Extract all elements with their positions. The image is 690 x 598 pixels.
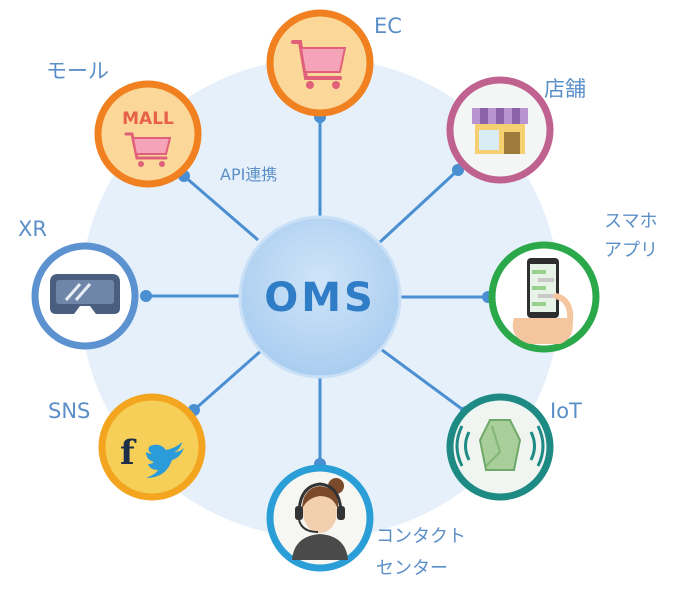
iot-beacon-icon [455,419,545,471]
connector-mall [183,174,259,242]
node-iot [446,393,554,501]
vr-goggles-icon [50,274,120,314]
connector-store [378,168,460,244]
label-ec: EC [374,14,402,38]
smartphone-icon [512,258,574,344]
node-store [446,76,554,184]
mall-sign-icon: MALL [122,109,174,129]
label-smartphone-line1: スマホ [604,211,657,232]
label-mall: モール [46,59,109,83]
facebook-icon: f [120,433,137,473]
node-xr [31,242,139,350]
mall-cart-icon [124,132,172,167]
node-smartphone-app [488,241,600,353]
node-mall: MALL [94,80,202,188]
dot-store [452,164,464,176]
node-sns: f [98,393,206,501]
label-contact-line1: コンタクト [376,526,466,547]
connector-sns [193,348,263,412]
operator-headset-icon [292,478,348,560]
node-ec [266,9,374,117]
label-iot: IoT [550,399,582,423]
label-store: 店舗 [544,77,586,101]
twitter-bird-icon [146,442,184,478]
hub-oms: OMS [238,215,402,379]
node-contact-center [266,464,374,572]
label-contact-line2: センター [376,558,448,579]
store-icon [472,108,528,154]
hub-label: OMS [264,275,376,321]
label-sns: SNS [48,399,90,423]
label-xr: XR [18,217,47,241]
connector-label: API連携 [220,165,277,184]
dot-xr [140,290,152,302]
shopping-cart-icon [291,40,347,89]
connector-iot [381,348,467,414]
label-smartphone-line2: アプリ [604,240,658,261]
connectors [146,117,488,464]
